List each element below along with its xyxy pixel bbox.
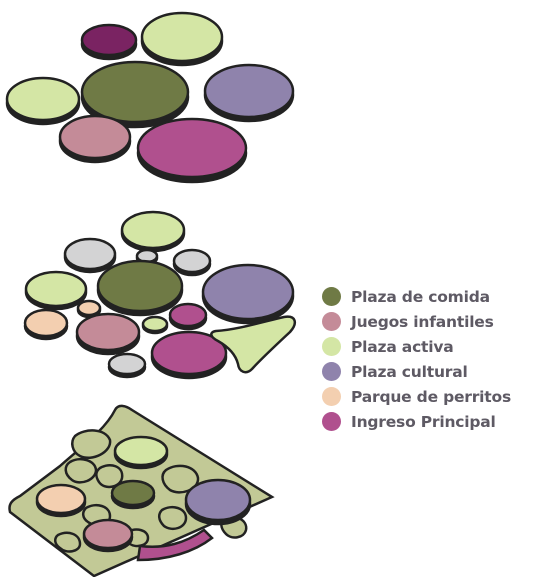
ground-patch: [158, 506, 188, 530]
ground-patch: [71, 429, 112, 459]
legend-label: Plaza de comida: [351, 287, 490, 306]
top-layer: [5, 11, 295, 184]
legend-dot-icon: [322, 287, 341, 306]
bubble-plaza-activa-left: [5, 76, 81, 122]
legend-dot-icon: [322, 312, 341, 331]
plaza-activa-triangle: [210, 315, 297, 374]
bubble-plaza-de-comida-base: [110, 479, 156, 507]
legend-item-plaza-cultural: Plaza cultural: [322, 359, 511, 384]
bubble-ingreso-principal-mid: [150, 330, 228, 376]
bubble-plaza-activa-top: [140, 11, 224, 63]
legend-item-plaza-activa: Plaza activa: [322, 334, 511, 359]
bubble-dark-purple: [80, 23, 138, 57]
legend-label: Ingreso Principal: [351, 412, 496, 431]
legend: Plaza de comida Juegos infantiles Plaza …: [322, 284, 511, 434]
legend-label: Plaza activa: [351, 337, 454, 356]
bubble-parque-de-perritos-mid: [23, 308, 69, 338]
bubble-parque-de-perritos-base: [35, 483, 87, 515]
legend-dot-icon: [322, 362, 341, 381]
legend-label: Juegos infantiles: [351, 312, 494, 331]
bubble-juegos-infantiles-base: [82, 518, 134, 550]
ground-patch: [95, 464, 124, 489]
legend-dot-icon: [322, 337, 341, 356]
bubble-ingreso-principal: [136, 117, 248, 179]
middle-layer: [23, 210, 297, 380]
ground-patch: [64, 458, 98, 484]
bubble-juegos-infantiles: [58, 114, 132, 160]
bubble-plaza-activa-mid-top: [120, 210, 186, 250]
bubble-gray-left: [63, 237, 117, 271]
bubble-gray-bottom: [107, 352, 147, 376]
legend-dot-icon: [322, 412, 341, 431]
bubble-plaza-activa-tiny: [141, 315, 169, 333]
bubble-plaza-de-comida-mid: [96, 259, 184, 313]
bubble-plaza-cultural-mid: [201, 263, 295, 321]
ingreso-principal-path: [136, 528, 214, 562]
bubble-plaza-activa-base: [113, 435, 169, 467]
legend-item-juegos-infantiles: Juegos infantiles: [322, 309, 511, 334]
legend-item-parque-de-perritos: Parque de perritos: [322, 384, 511, 409]
legend-label: Plaza cultural: [351, 362, 468, 381]
ground-patch: [54, 531, 82, 553]
legend-item-ingreso-principal: Ingreso Principal: [322, 409, 511, 434]
bottom-layer: [8, 404, 275, 577]
bubble-gray-right: [172, 248, 212, 274]
legend-dot-icon: [322, 387, 341, 406]
legend-item-plaza-de-comida: Plaza de comida: [322, 284, 511, 309]
bubble-plaza-cultural: [203, 63, 295, 119]
bubble-juegos-infantiles-mid: [75, 312, 141, 352]
legend-label: Parque de perritos: [351, 387, 511, 406]
bubble-parque-de-perritos-small: [76, 299, 102, 317]
bubble-plaza-activa-mid-left: [24, 270, 88, 308]
bubble-plaza-cultural-base: [184, 478, 252, 522]
bubble-ingreso-small: [168, 302, 208, 328]
bubble-plaza-de-comida: [80, 60, 190, 124]
